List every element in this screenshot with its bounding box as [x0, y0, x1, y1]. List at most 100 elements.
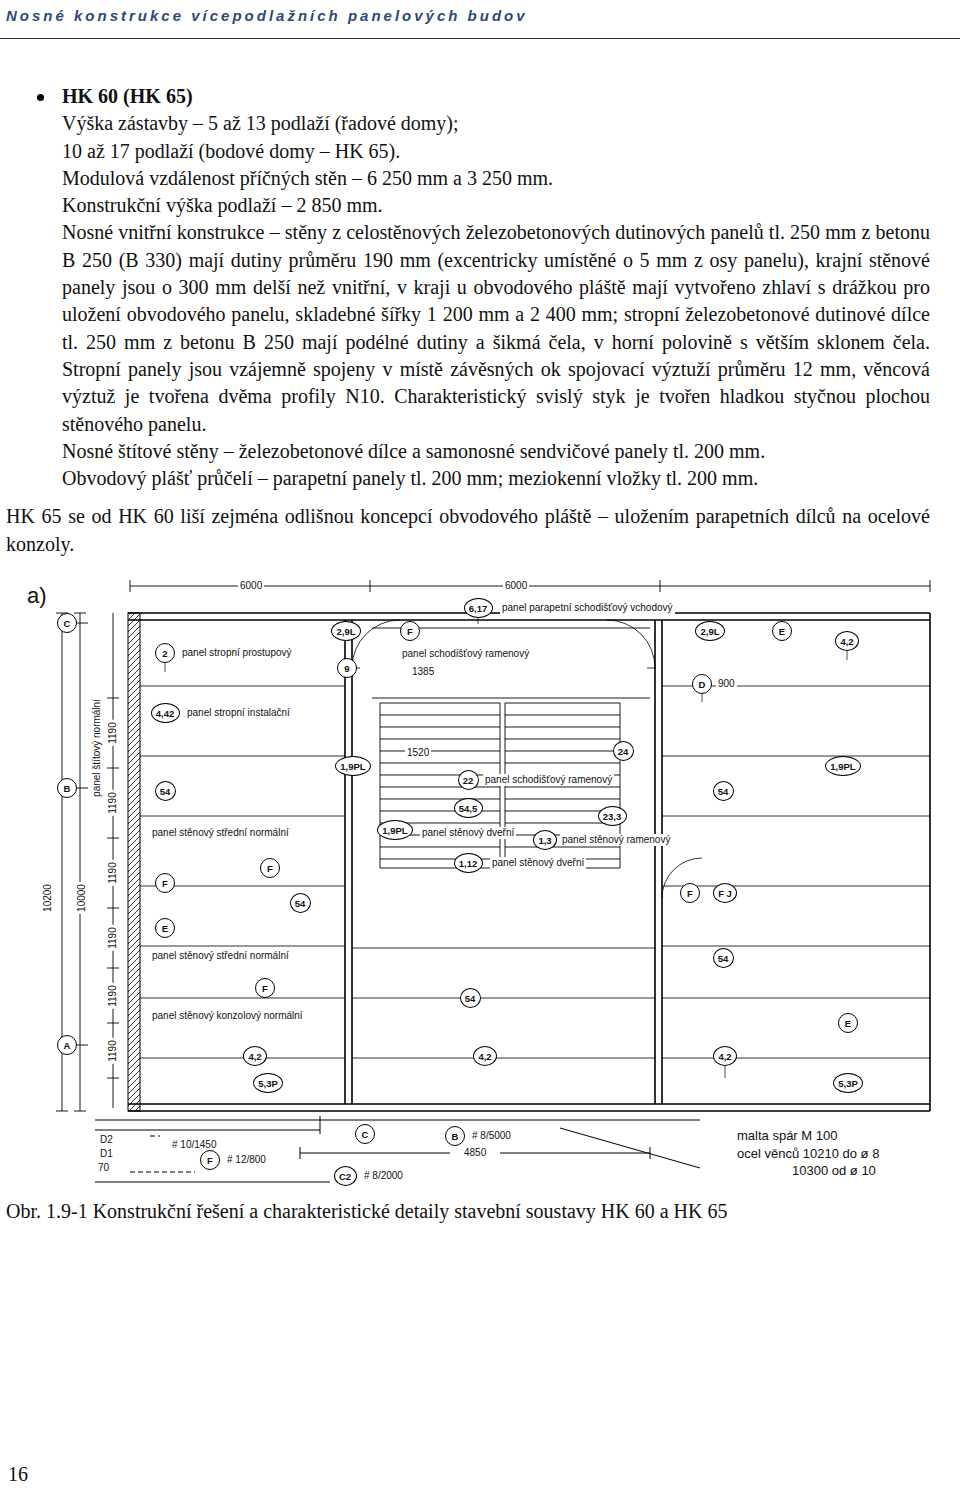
drawing-label: 1385: [410, 666, 436, 678]
callout-circle: 4,2: [473, 1046, 497, 1066]
header-rule: Nosné konstrukce vícepodlažních panelový…: [0, 0, 960, 39]
door-swings: [352, 620, 702, 898]
callout-number: 5,3P: [258, 1078, 278, 1089]
text-body: HK 60 (HK 65)Výška zástavby – 5 až 13 po…: [0, 39, 960, 558]
callout-number: 4,2: [840, 636, 853, 647]
callout-number: 6,17: [469, 603, 488, 614]
gable-wall-hatch: [128, 613, 140, 1111]
callout-circle: 54,5: [454, 798, 483, 818]
callout-circle: F: [255, 978, 275, 998]
callout-circle: 24: [613, 741, 634, 761]
callout-number: 4,42: [156, 708, 175, 719]
drawing-label: 10300 od ø 10: [790, 1163, 878, 1179]
wall-lines: [128, 613, 930, 1111]
drawing-label: a): [25, 583, 49, 609]
callout-number: E: [779, 626, 785, 637]
body-paragraph: Konstrukční výška podlaží – 2 850 mm.: [62, 192, 930, 219]
drawing-label: # 12/800: [225, 1154, 268, 1166]
body-paragraph: HK 65 se od HK 60 liší zejména odlišnou …: [6, 503, 930, 558]
callout-circle: 2: [155, 643, 175, 663]
callout-circle: 9: [337, 658, 357, 678]
callout-number: 54,5: [459, 803, 478, 814]
callout-number: F: [162, 878, 168, 889]
drawing-label: 1190: [107, 860, 119, 886]
callout-circle: E: [155, 918, 175, 938]
body-paragraph: Nosné štítové stěny – železobetonové díl…: [62, 438, 930, 465]
callout-circle: 5,3P: [253, 1073, 283, 1093]
callout-number: F: [262, 983, 268, 994]
drawing-label: 1190: [107, 720, 119, 746]
callout-circle: E: [772, 621, 792, 641]
callout-number: 54: [295, 898, 306, 909]
staircase: [372, 628, 650, 868]
callout-circle: 1,9PL: [377, 820, 413, 840]
body-paragraph: 10 až 17 podlaží (bodové domy – HK 65).: [62, 138, 930, 165]
drawing-label: 1190: [107, 925, 119, 951]
page-number: 16: [8, 1462, 28, 1486]
callout-number: E: [162, 923, 168, 934]
callout-circle: 54: [713, 948, 734, 968]
drawing-label: D1: [98, 1148, 115, 1160]
callout-circle: 6,17: [464, 598, 493, 618]
callout-number: F: [687, 888, 693, 899]
callout-circle: F: [400, 621, 420, 641]
callout-circle: 2,9L: [695, 621, 725, 641]
drawing-label: panel parapetní schodišťový vchodový: [500, 602, 675, 614]
drawing-label: malta spár M 100: [735, 1128, 839, 1144]
callout-circle: C2: [334, 1166, 357, 1186]
callout-number: 4,2: [248, 1051, 261, 1062]
floor-plan-drawing: [0, 568, 960, 1188]
drawing-label: 10200: [42, 882, 54, 914]
callout-number: 22: [463, 775, 474, 786]
callout-number: 54: [718, 953, 729, 964]
callout-circle: 5,3P: [833, 1073, 863, 1093]
callout-number: C2: [339, 1171, 351, 1182]
callout-circle: 23,3: [598, 806, 627, 826]
drawing-label: panel stěnový dveřní: [420, 827, 516, 839]
callout-number: E: [845, 1018, 851, 1029]
callout-number: C: [64, 618, 71, 629]
drawing-label: panel štítový normální: [91, 697, 103, 799]
callout-number: F: [407, 626, 413, 637]
drawing-label: 1190: [107, 790, 119, 816]
callout-number: 5,3P: [838, 1078, 858, 1089]
callout-circle: 4,2: [243, 1046, 267, 1066]
callout-circle: F: [155, 873, 175, 893]
callout-number: 2,9L: [336, 626, 355, 637]
callout-number: 2: [162, 648, 167, 659]
callout-number: 4,2: [718, 1051, 731, 1062]
callout-number: A: [64, 1040, 71, 1051]
caption-holder: Obr. 1.9-1 Konstrukční řešení a charakte…: [6, 1198, 960, 1224]
callout-number: B: [452, 1131, 459, 1142]
drawing-label: D2: [98, 1134, 115, 1146]
callout-circle: 1,12: [454, 853, 483, 873]
callout-circle: 4,2: [835, 631, 859, 651]
drawing-label: 1190: [107, 983, 119, 1009]
leader-lines: [165, 618, 847, 1078]
drawing-label: 6000: [238, 580, 264, 592]
drawing-label: 4850: [462, 1147, 488, 1159]
callout-circle: F: [260, 858, 280, 878]
callout-circle: F: [200, 1150, 220, 1170]
callout-number: 24: [618, 746, 629, 757]
drawing-label: panel stropní prostupový: [180, 647, 294, 659]
callout-number: 1,12: [459, 858, 478, 869]
callout-circle: 4,42: [151, 703, 180, 723]
callout-number: F J: [718, 888, 732, 899]
drawing-label: panel stěnový střední normální: [150, 950, 291, 962]
callout-number: 1,9PL: [382, 825, 407, 836]
drawing-label: 1520: [405, 747, 431, 759]
callout-circle: D: [692, 674, 712, 694]
callout-number: F: [267, 863, 273, 874]
joint-detail: [95, 1116, 700, 1182]
callout-number: 1,9PL: [830, 761, 855, 772]
callout-circle: 22: [458, 770, 479, 790]
running-header: Nosné konstrukce vícepodlažních panelový…: [0, 0, 960, 24]
callout-circle: A: [57, 1035, 77, 1055]
callout-circle: 2,9L: [331, 621, 361, 641]
callout-number: 2,9L: [700, 626, 719, 637]
callout-circle: C: [57, 613, 77, 633]
callout-number: 9: [344, 663, 349, 674]
callout-circle: B: [445, 1126, 465, 1146]
